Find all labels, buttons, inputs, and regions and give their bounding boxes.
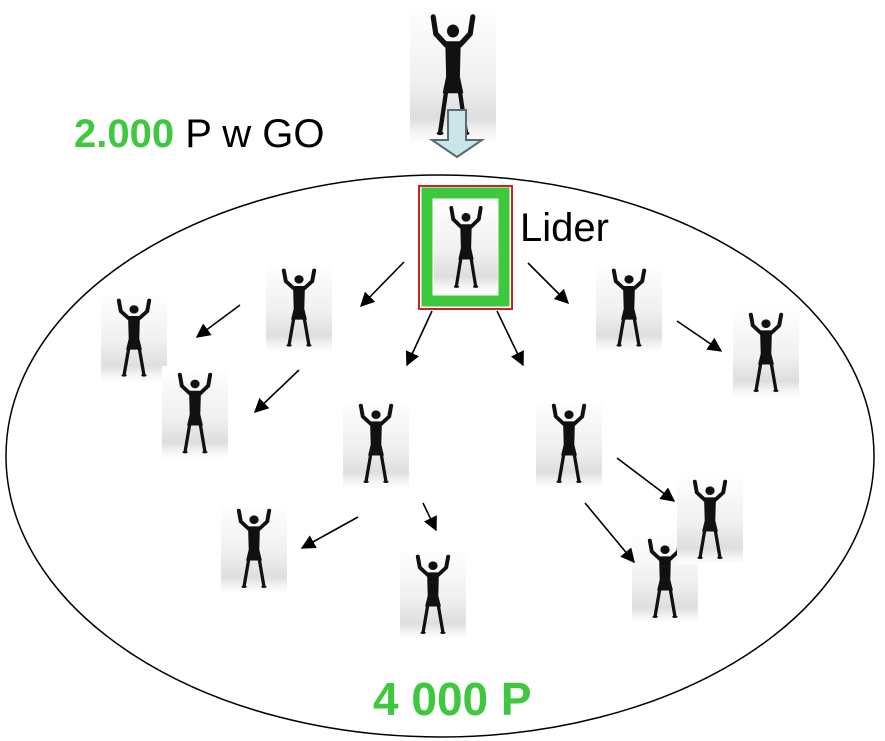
arrow-icon bbox=[584, 502, 635, 564]
incoming-count-value: 2.000 bbox=[74, 112, 175, 156]
group-count-label: 4 000 P bbox=[373, 673, 532, 725]
group-ellipse bbox=[5, 174, 875, 738]
leader-label: Lider bbox=[520, 206, 609, 250]
member-person-icon bbox=[731, 304, 801, 400]
member-person-icon bbox=[398, 546, 468, 642]
member-person-icon bbox=[675, 471, 745, 567]
arrow-icon bbox=[359, 261, 405, 308]
arrow-icon bbox=[496, 310, 524, 367]
arrow-icon bbox=[676, 320, 723, 352]
leader-frame bbox=[418, 185, 513, 310]
incoming-count-label: 2.000 P w GO bbox=[74, 112, 325, 157]
member-person-icon bbox=[219, 500, 289, 596]
member-person-icon bbox=[160, 364, 230, 461]
arrow-icon bbox=[300, 516, 359, 549]
leader-person-icon bbox=[432, 197, 500, 296]
arrow-icon bbox=[527, 262, 570, 305]
arrow-icon bbox=[616, 457, 676, 502]
arrow-icon bbox=[195, 304, 241, 338]
leader-highlight bbox=[421, 187, 510, 307]
incoming-count-suffix: P w GO bbox=[185, 112, 325, 156]
arrow-icon bbox=[253, 369, 300, 413]
arrow-icon bbox=[422, 502, 437, 532]
member-person-icon bbox=[264, 260, 334, 354]
arrow-icon bbox=[405, 310, 433, 367]
member-person-icon bbox=[99, 290, 169, 384]
member-person-icon bbox=[341, 395, 411, 491]
member-person-icon bbox=[594, 260, 664, 354]
entry-arrow-icon bbox=[428, 109, 486, 159]
member-person-icon bbox=[534, 395, 604, 491]
